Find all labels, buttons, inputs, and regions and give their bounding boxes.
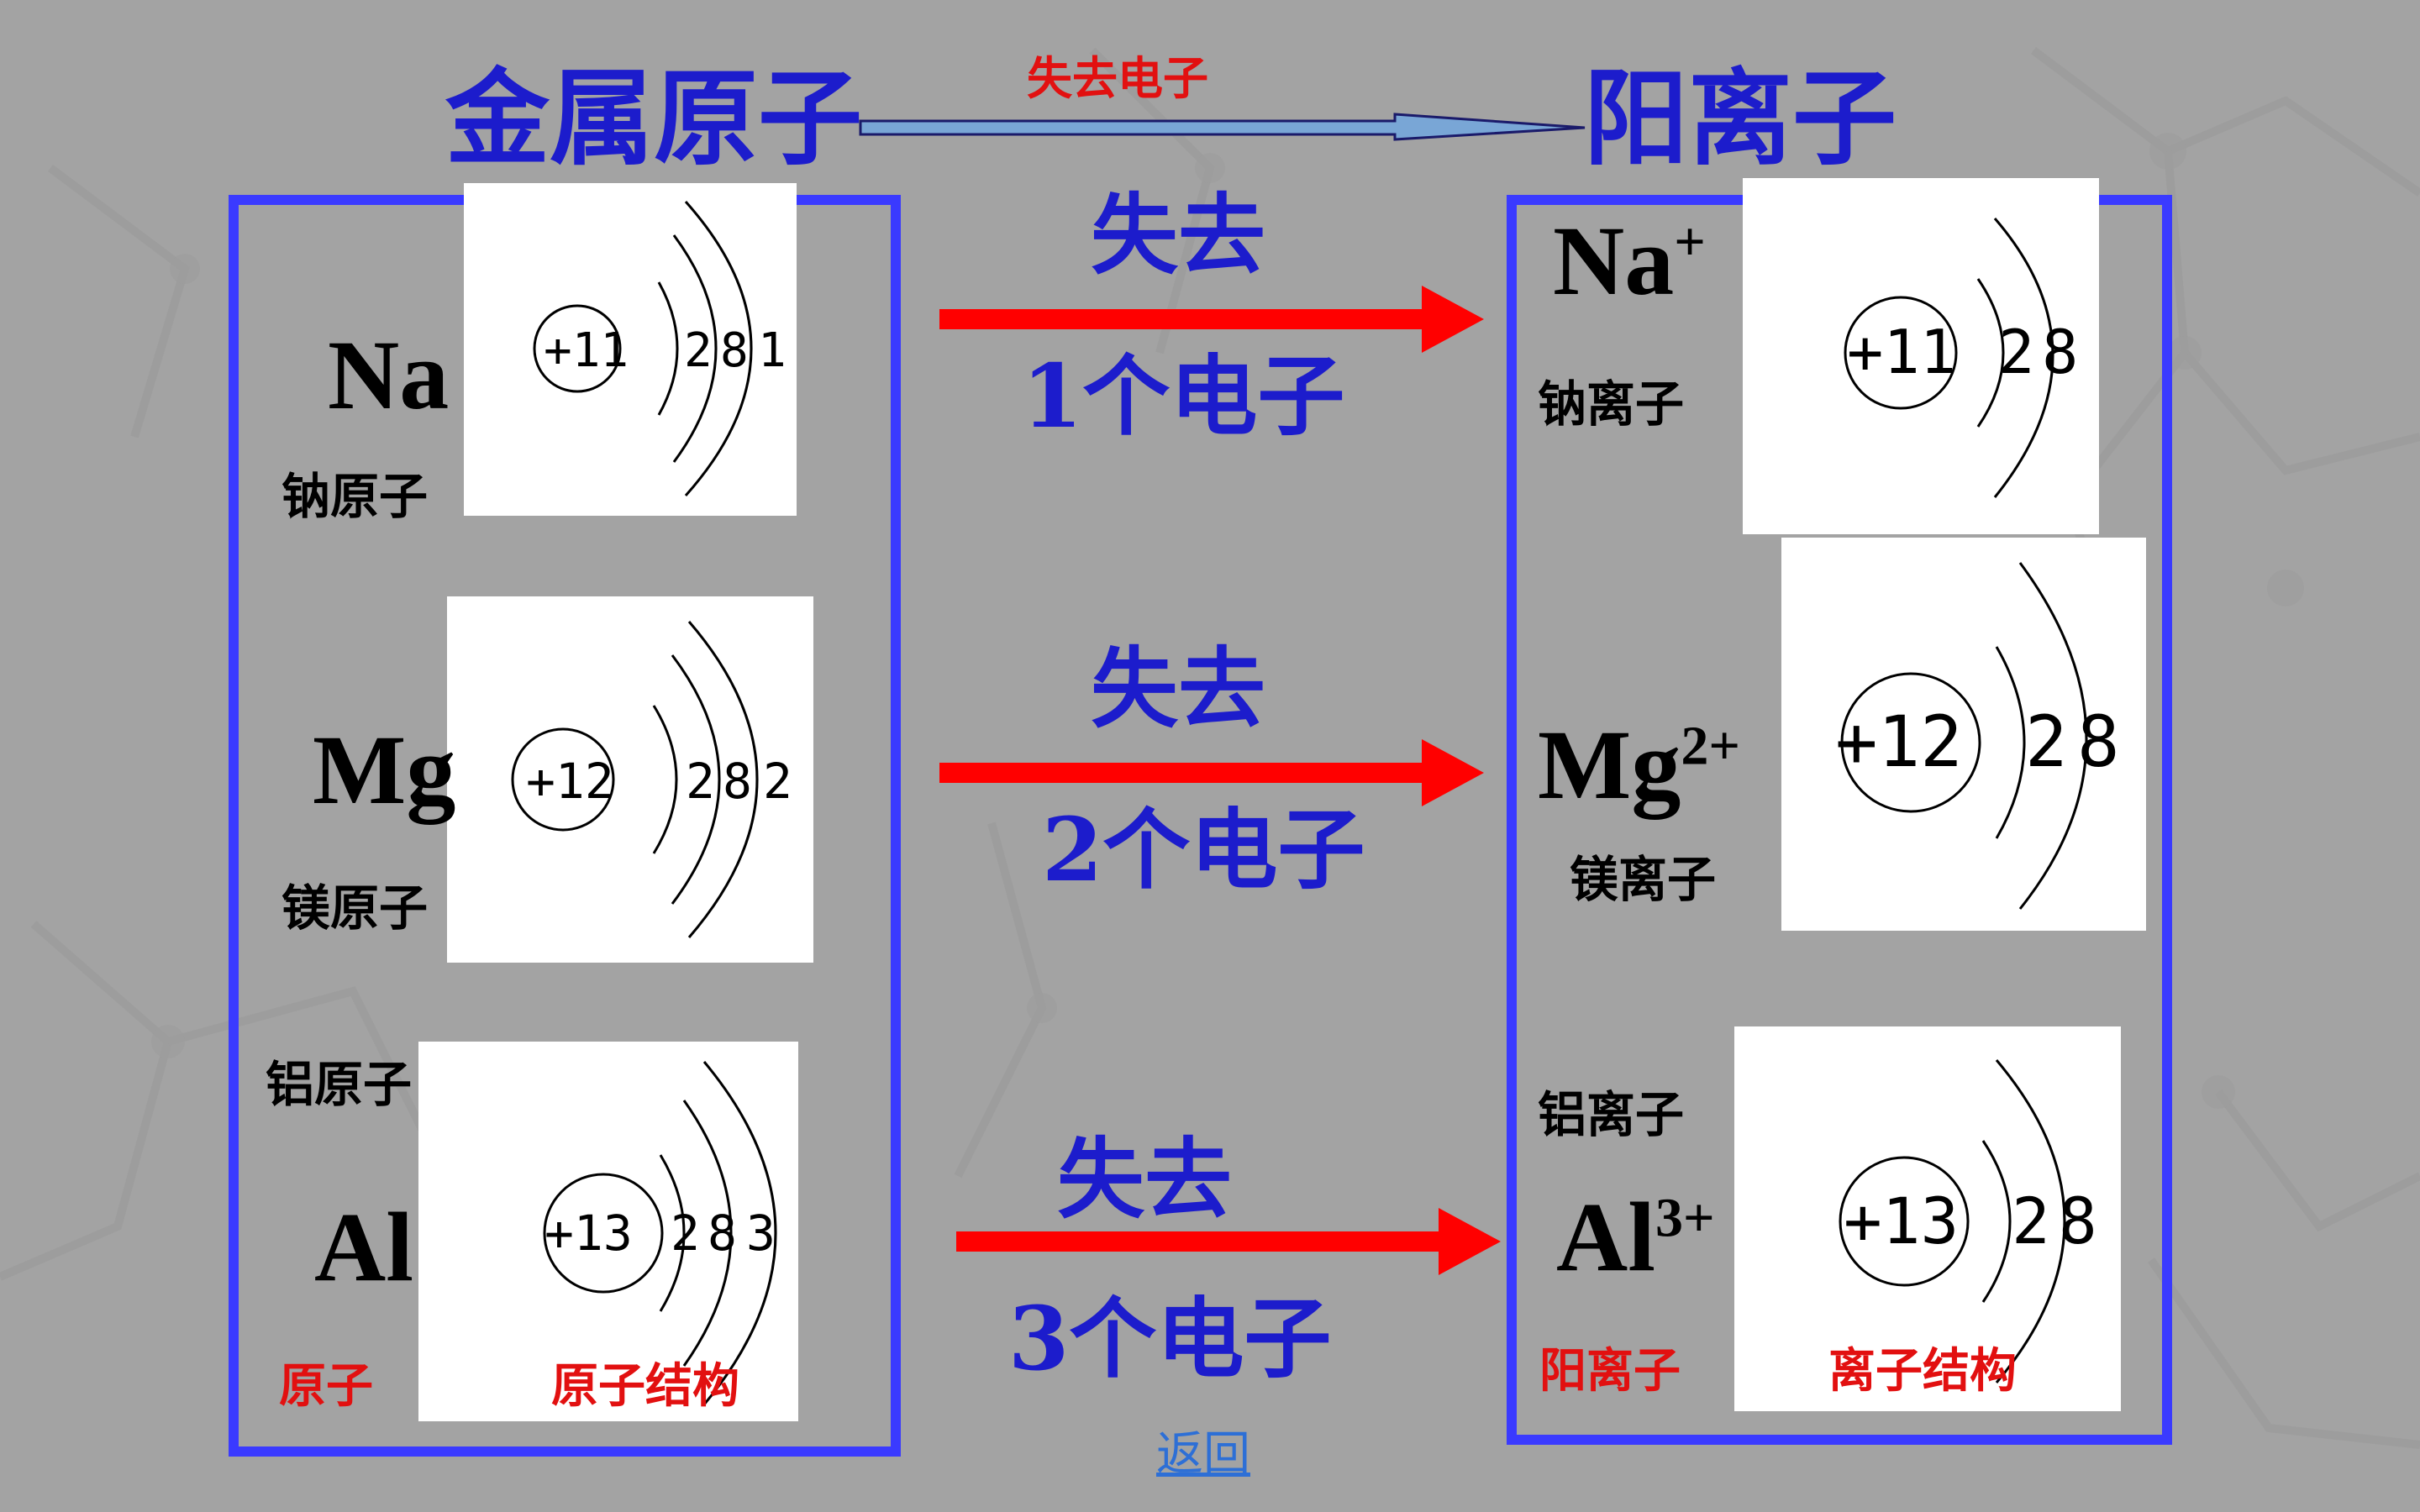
header-arrow [859, 113, 1586, 141]
aluminum-ion-name: 铝离子 [1538, 1086, 1685, 1143]
lose-electrons-label: 失去电子 [1027, 51, 1208, 105]
lose-label-3: 失去 [1057, 1127, 1233, 1231]
aluminum-ion-symbol: Al3+ [1556, 1182, 1715, 1292]
svg-text:2: 2 [2012, 1184, 2050, 1258]
red-arrow-1 [939, 286, 1484, 353]
svg-text:2: 2 [684, 323, 713, 378]
lose-label-2: 失去 [1091, 637, 1266, 740]
cation-caption: 阳离子 [1539, 1343, 1681, 1399]
svg-text:8: 8 [2059, 1184, 2097, 1258]
svg-text:+12: +12 [1835, 701, 1963, 783]
sodium-ion-name: 钠离子 [1538, 375, 1685, 433]
aluminum-symbol: Al [314, 1192, 413, 1302]
magnesium-ion-diagram: +12 2 8 [1781, 538, 2146, 931]
svg-text:8: 8 [723, 753, 752, 810]
aluminum-atom-diagram: +13 2 8 3 [418, 1042, 798, 1421]
sodium-atom-diagram: +11 2 8 1 [464, 183, 797, 516]
svg-text:8: 8 [708, 1205, 737, 1262]
svg-text:+13: +13 [1844, 1184, 1959, 1258]
metal-atom-title: 金属原子 [445, 58, 863, 180]
magnesium-ion-name: 镁离子 [1570, 851, 1717, 908]
magnesium-atom-name: 镁原子 [281, 879, 429, 937]
svg-text:+11: +11 [1847, 317, 1956, 387]
svg-text:2: 2 [1998, 317, 2034, 387]
atom-structure-caption: 原子结构 [551, 1358, 739, 1414]
cation-title: 阳离子 [1584, 58, 1897, 180]
atom-caption: 原子 [279, 1358, 373, 1414]
back-link[interactable]: 返回 [1156, 1427, 1250, 1482]
svg-text:8: 8 [720, 323, 749, 378]
svg-text:+13: +13 [544, 1205, 633, 1262]
red-arrow-2 [939, 739, 1484, 806]
magnesium-ion-symbol: Mg2+ [1538, 710, 1740, 820]
svg-text:2: 2 [2025, 701, 2068, 783]
sodium-atom-name: 钠原子 [281, 468, 429, 525]
magnesium-atom-diagram: +12 2 8 2 [447, 596, 813, 963]
sodium-symbol: Na [328, 320, 450, 430]
svg-text:+12: +12 [526, 753, 614, 810]
svg-text:8: 8 [2042, 317, 2078, 387]
atom-nucleus-label: +11 [544, 323, 629, 378]
electron-count-2: 2个电子 [1042, 798, 1365, 901]
magnesium-symbol: Mg [313, 715, 456, 825]
svg-text:2: 2 [763, 753, 792, 810]
aluminum-atom-name: 铝原子 [266, 1056, 413, 1113]
svg-text:8: 8 [2077, 701, 2120, 783]
svg-text:1: 1 [758, 323, 786, 378]
lose-label-1: 失去 [1091, 183, 1266, 286]
aluminum-ion-diagram: +13 2 8 [1734, 1026, 2121, 1411]
red-arrow-3 [956, 1208, 1501, 1275]
svg-text:2: 2 [686, 753, 715, 810]
svg-text:2: 2 [671, 1205, 700, 1262]
sodium-ion-symbol: Na+ [1553, 206, 1706, 316]
svg-text:3: 3 [746, 1205, 776, 1262]
ion-structure-caption: 离子结构 [1828, 1343, 2017, 1399]
sodium-ion-diagram: +11 2 8 [1743, 178, 2099, 534]
electron-count-1: 1个电子 [1022, 344, 1345, 448]
electron-count-3: 3个电子 [1008, 1287, 1332, 1390]
